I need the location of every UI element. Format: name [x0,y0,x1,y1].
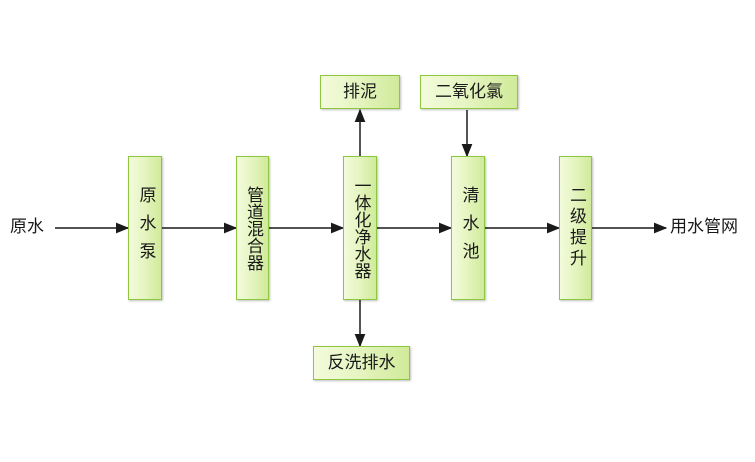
pump-node: 原水泵 [128,156,162,300]
sludge-label: 排泥 [343,81,377,102]
backwash-node: 反洗排水 [313,346,410,380]
mixer-label: 管道混合器 [243,185,263,271]
pump-label: 原水泵 [135,186,156,270]
clear-well-node: 清水池 [451,156,485,300]
sludge-node: 排泥 [320,75,400,109]
chlorine-dioxide-label: 二氧化氯 [435,81,503,102]
booster-node: 二级提升 [559,156,592,300]
source-label: 原水 [10,217,44,237]
clear-well-label: 清水池 [458,186,479,270]
purifier-node: 一体化净水器 [343,156,377,300]
chlorine-dioxide-node: 二氧化氯 [420,75,518,109]
booster-label: 二级提升 [566,186,586,270]
mixer-node: 管道混合器 [236,156,269,300]
purifier-label: 一体化净水器 [350,177,371,279]
sink-label: 用水管网 [670,217,738,237]
backwash-label: 反洗排水 [327,352,396,373]
